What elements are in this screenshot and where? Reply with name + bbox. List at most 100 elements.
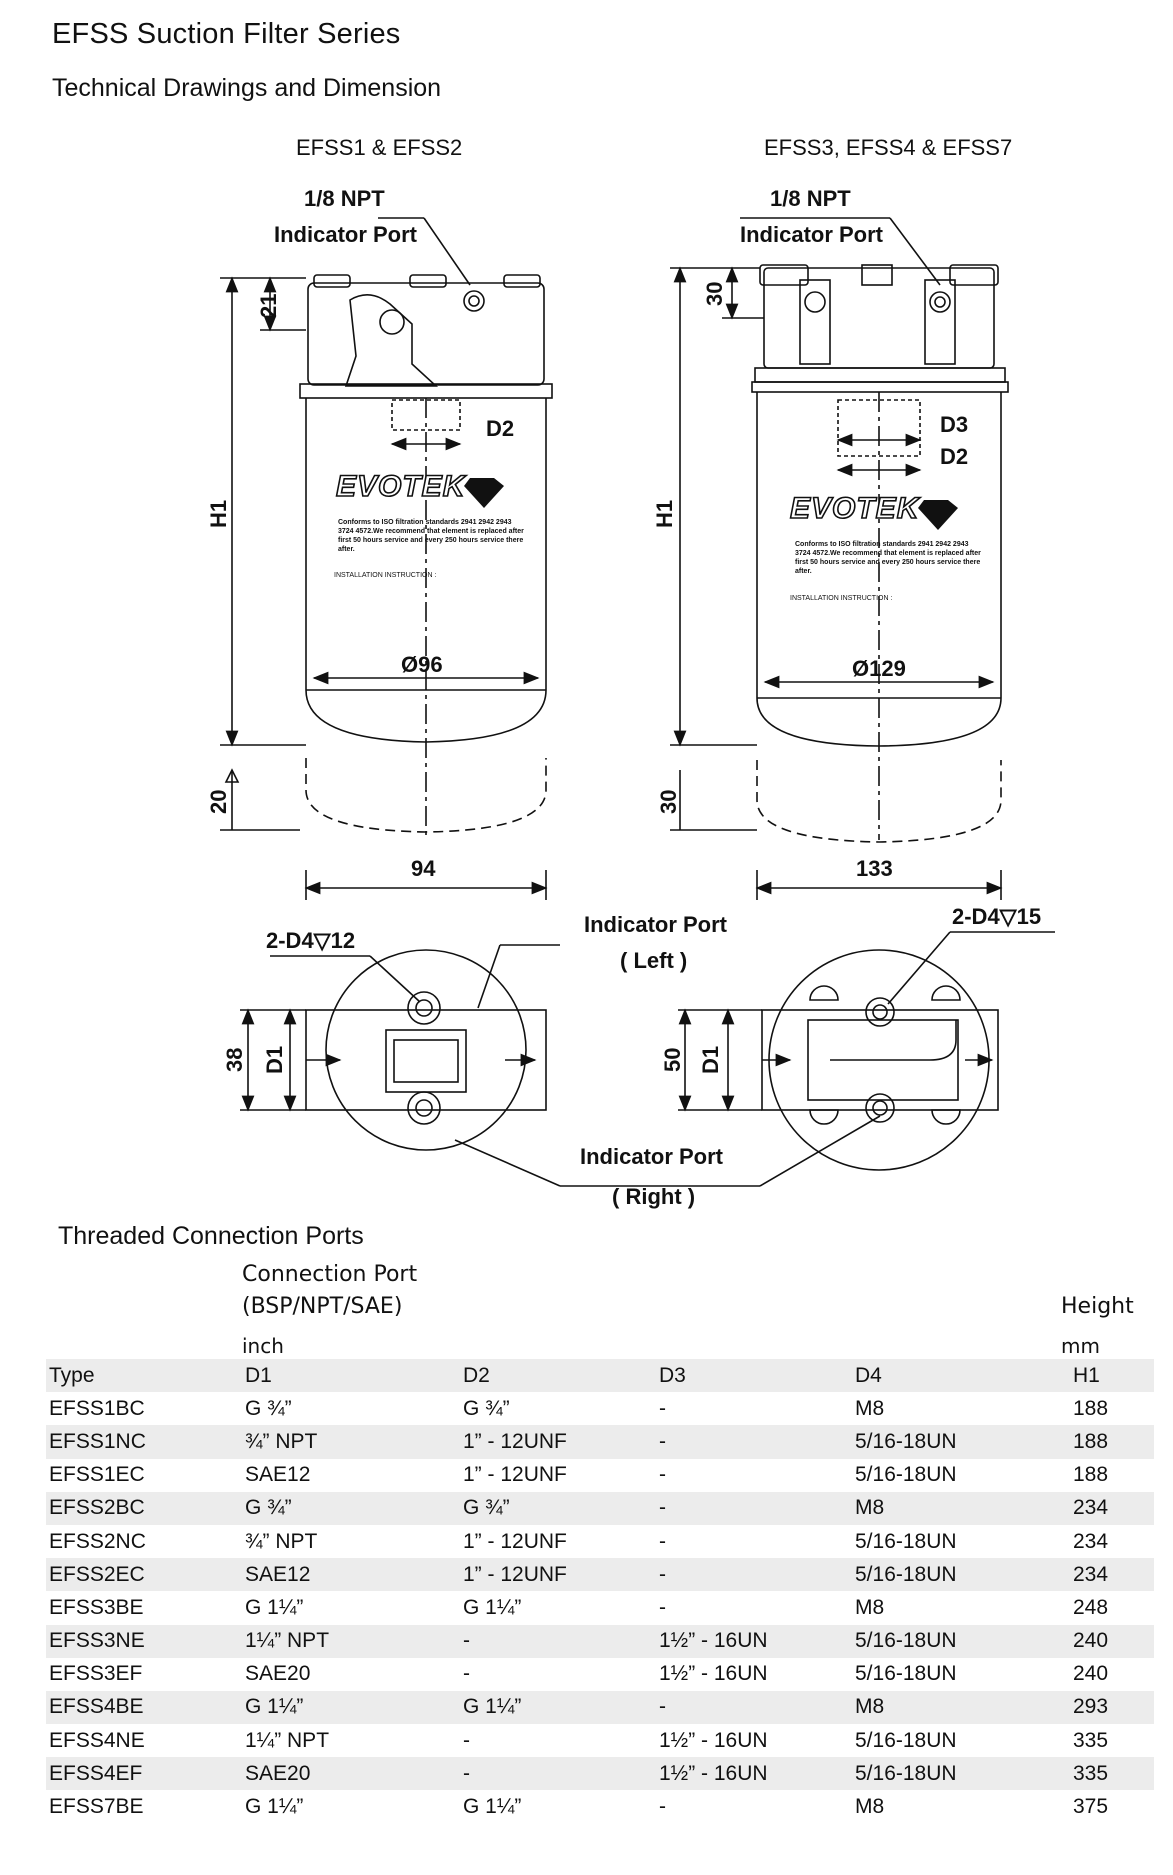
table-cell: 248 bbox=[1070, 1591, 1154, 1625]
table-cell: 1½” - 16UN bbox=[656, 1757, 852, 1791]
table-cell: G 1¼” bbox=[242, 1790, 460, 1824]
left-height-dim: H1 bbox=[206, 500, 231, 528]
right-install-text: INSTALLATION INSTRUCTION : bbox=[790, 595, 892, 602]
column-header: Type bbox=[46, 1359, 242, 1393]
table-cell: 234 bbox=[1070, 1491, 1154, 1525]
table-cell: EFSS1BC bbox=[46, 1392, 242, 1426]
table-cell: G 1¼” bbox=[460, 1591, 656, 1625]
right-height-dim: H1 bbox=[652, 500, 677, 528]
table-cell: - bbox=[656, 1690, 852, 1725]
left-brand-diamond bbox=[464, 478, 504, 508]
height-label: Height bbox=[1061, 1294, 1134, 1319]
right-side-dim: 50 bbox=[660, 1048, 685, 1072]
table-cell: 5/16-18UN bbox=[852, 1425, 1070, 1459]
left-diameter: Ø96 bbox=[401, 652, 443, 677]
table-cell: EFSS2NC bbox=[46, 1524, 242, 1559]
left-width-dim: 94 bbox=[411, 856, 436, 881]
table-cell: M8 bbox=[852, 1392, 1070, 1426]
table-cell: 188 bbox=[1070, 1392, 1154, 1426]
table-cell: 240 bbox=[1070, 1624, 1154, 1658]
inch-unit: inch bbox=[242, 1334, 284, 1358]
table-cell: G 1¼” bbox=[242, 1591, 460, 1625]
table-cell: - bbox=[656, 1491, 852, 1525]
column-header: D2 bbox=[460, 1359, 656, 1393]
right-port-dim-a: D3 bbox=[940, 412, 968, 437]
table-cell: 1½” - 16UN bbox=[656, 1657, 852, 1691]
table-cell: G 1¼” bbox=[460, 1690, 656, 1725]
table-cell: 188 bbox=[1070, 1458, 1154, 1492]
table-cell: G ¾” bbox=[460, 1392, 656, 1426]
right-d1: D1 bbox=[698, 1046, 723, 1074]
left-brand: EVOTEK bbox=[336, 470, 467, 503]
column-header: D4 bbox=[852, 1359, 1070, 1393]
table-cell: - bbox=[656, 1790, 852, 1824]
right-bolt: 2-D4▽15 bbox=[952, 904, 1041, 929]
table-cell: - bbox=[460, 1657, 656, 1691]
left-caption: EFSS1 & EFSS2 bbox=[296, 135, 462, 160]
table-cell: - bbox=[656, 1524, 852, 1559]
table-cell: EFSS4EF bbox=[46, 1757, 242, 1791]
table-cell: EFSS2EC bbox=[46, 1558, 242, 1592]
right-brand-diamond bbox=[918, 500, 958, 530]
table-cell: EFSS7BE bbox=[46, 1790, 242, 1824]
left-top-dim: 21 bbox=[256, 294, 281, 318]
table-cell: 1” - 12UNF bbox=[460, 1458, 656, 1492]
connection-port-label: Connection Port bbox=[242, 1262, 418, 1287]
left-bolt: 2-D4▽12 bbox=[266, 928, 355, 953]
table-cell: 1½” - 16UN bbox=[656, 1724, 852, 1758]
right-port-dim-b: D2 bbox=[940, 444, 968, 469]
table-cell: 240 bbox=[1070, 1657, 1154, 1691]
table-cell: 1” - 12UNF bbox=[460, 1425, 656, 1459]
table-cell: 5/16-18UN bbox=[852, 1558, 1070, 1592]
table-cell: SAE12 bbox=[242, 1558, 460, 1592]
table-cell: EFSS3EF bbox=[46, 1657, 242, 1691]
table-cell: EFSS3BE bbox=[46, 1591, 242, 1625]
right-label-text: Conforms to ISO filtration standards 294… bbox=[795, 541, 981, 575]
table-cell: SAE20 bbox=[242, 1757, 460, 1791]
column-header: D3 bbox=[656, 1359, 852, 1393]
left-bottom-dim: 20 bbox=[206, 790, 231, 814]
connection-std-label: (BSP/NPT/SAE) bbox=[242, 1294, 403, 1319]
table-cell: ¾” NPT bbox=[242, 1425, 460, 1459]
table-cell: 5/16-18UN bbox=[852, 1657, 1070, 1691]
table-cell: G ¾” bbox=[242, 1392, 460, 1426]
table-cell: 335 bbox=[1070, 1724, 1154, 1758]
table-cell: 293 bbox=[1070, 1690, 1154, 1725]
page-subtitle: Technical Drawings and Dimension bbox=[52, 74, 442, 102]
table-cell: - bbox=[460, 1624, 656, 1658]
table-cell: 5/16-18UN bbox=[852, 1458, 1070, 1492]
table-cell: - bbox=[656, 1425, 852, 1459]
table-cell: EFSS4BE bbox=[46, 1690, 242, 1725]
indicator-port-right: Indicator Port bbox=[580, 1144, 724, 1169]
table-cell: 335 bbox=[1070, 1757, 1154, 1791]
left-label-text: Conforms to ISO filtration standards 294… bbox=[338, 519, 524, 553]
mm-unit: mm bbox=[1061, 1334, 1100, 1358]
left-port-size: 1/8 NPT bbox=[304, 186, 385, 211]
table-cell: M8 bbox=[852, 1790, 1070, 1824]
table-cell: 375 bbox=[1070, 1790, 1154, 1824]
table-cell: M8 bbox=[852, 1690, 1070, 1725]
table-cell: - bbox=[460, 1724, 656, 1758]
table-cell: - bbox=[460, 1757, 656, 1791]
table-cell: M8 bbox=[852, 1491, 1070, 1525]
table-cell: SAE12 bbox=[242, 1458, 460, 1492]
indicator-right-tag: ( Right ) bbox=[612, 1184, 695, 1209]
table-cell: 234 bbox=[1070, 1524, 1154, 1559]
column-header: D1 bbox=[242, 1359, 460, 1393]
table-cell: 188 bbox=[1070, 1425, 1154, 1459]
left-port-dim: D2 bbox=[486, 416, 514, 441]
table-cell: EFSS1NC bbox=[46, 1425, 242, 1459]
left-d1: D1 bbox=[262, 1046, 287, 1074]
table-cell: - bbox=[656, 1458, 852, 1492]
right-caption: EFSS3, EFSS4 & EFSS7 bbox=[764, 135, 1012, 160]
table-cell: G 1¼” bbox=[460, 1790, 656, 1824]
table-cell: 5/16-18UN bbox=[852, 1724, 1070, 1758]
